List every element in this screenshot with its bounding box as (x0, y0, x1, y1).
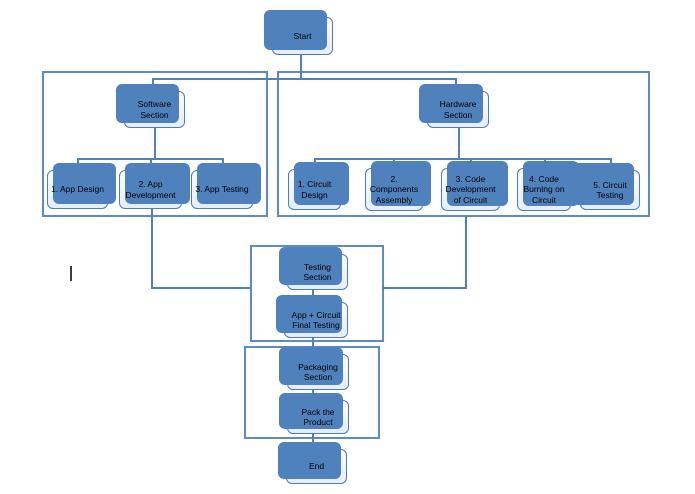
node-end-label: End (308, 461, 325, 472)
connector-hardware-down (465, 216, 467, 289)
node-app-development-label: 2. App Development (125, 179, 176, 200)
connector-software-down (151, 209, 153, 289)
node-circuit-testing-label: 5. Circuit Testing (593, 179, 627, 200)
node-code-development-label: 3. Code Development of Circuit (445, 173, 496, 205)
node-pack-the-product-label: Pack the Product (301, 406, 335, 427)
connector-hardware-row (314, 158, 611, 160)
node-packaging-section[interactable]: Packaging Section (287, 354, 349, 390)
connector-top-horizontal (152, 78, 456, 80)
node-start[interactable]: Start (272, 17, 333, 55)
node-code-burning[interactable]: 4. Code Burning on Circuit (517, 168, 571, 211)
node-app-testing-label: 3. App Testing (195, 184, 249, 195)
connector-hardware-stem (458, 128, 460, 159)
node-end[interactable]: End (286, 449, 347, 484)
connector-software-stem (154, 128, 156, 159)
node-code-development[interactable]: 3. Code Development of Circuit (441, 168, 500, 211)
node-software-section[interactable]: Software Section (124, 91, 185, 128)
node-app-development[interactable]: 2. App Development (119, 170, 182, 209)
node-hardware-section[interactable]: Hardware Section (427, 91, 489, 128)
node-app-design[interactable]: 1. App Design (47, 170, 108, 209)
node-circuit-design-label: 1. Circuit Design (297, 179, 332, 200)
node-app-design-label: 1. App Design (51, 184, 104, 195)
node-hardware-section-label: Hardware Section (439, 99, 477, 120)
node-circuit-testing[interactable]: 5. Circuit Testing (580, 170, 640, 210)
node-components-assembly-label: 2. Components Assembly (369, 173, 419, 205)
node-packaging-section-label: Packaging Section (298, 361, 338, 382)
node-testing-section[interactable]: Testing Section (287, 254, 348, 290)
testing-section-container[interactable] (250, 245, 384, 342)
node-testing-section-label: Testing Section (303, 261, 332, 282)
node-software-section-label: Software Section (137, 99, 172, 120)
node-code-burning-label: 4. Code Burning on Circuit (523, 173, 565, 205)
connector-hardware-to-testing (382, 287, 466, 289)
node-pack-the-product[interactable]: Pack the Product (287, 400, 349, 434)
connector-software-to-testing (151, 287, 251, 289)
hardware-section-container[interactable] (277, 71, 650, 217)
connector-start-stem (300, 55, 302, 78)
software-section-container[interactable] (42, 71, 268, 217)
node-start-label: Start (293, 30, 312, 41)
node-app-circuit-final-testing-label: App + Circuit Final Testing (291, 309, 341, 330)
node-circuit-design[interactable]: 1. Circuit Design (288, 169, 341, 210)
node-app-testing[interactable]: 3. App Testing (191, 170, 253, 209)
text-cursor (70, 266, 72, 281)
node-components-assembly[interactable]: 2. Components Assembly (365, 168, 423, 211)
node-app-circuit-final-testing[interactable]: App + Circuit Final Testing (284, 302, 348, 338)
